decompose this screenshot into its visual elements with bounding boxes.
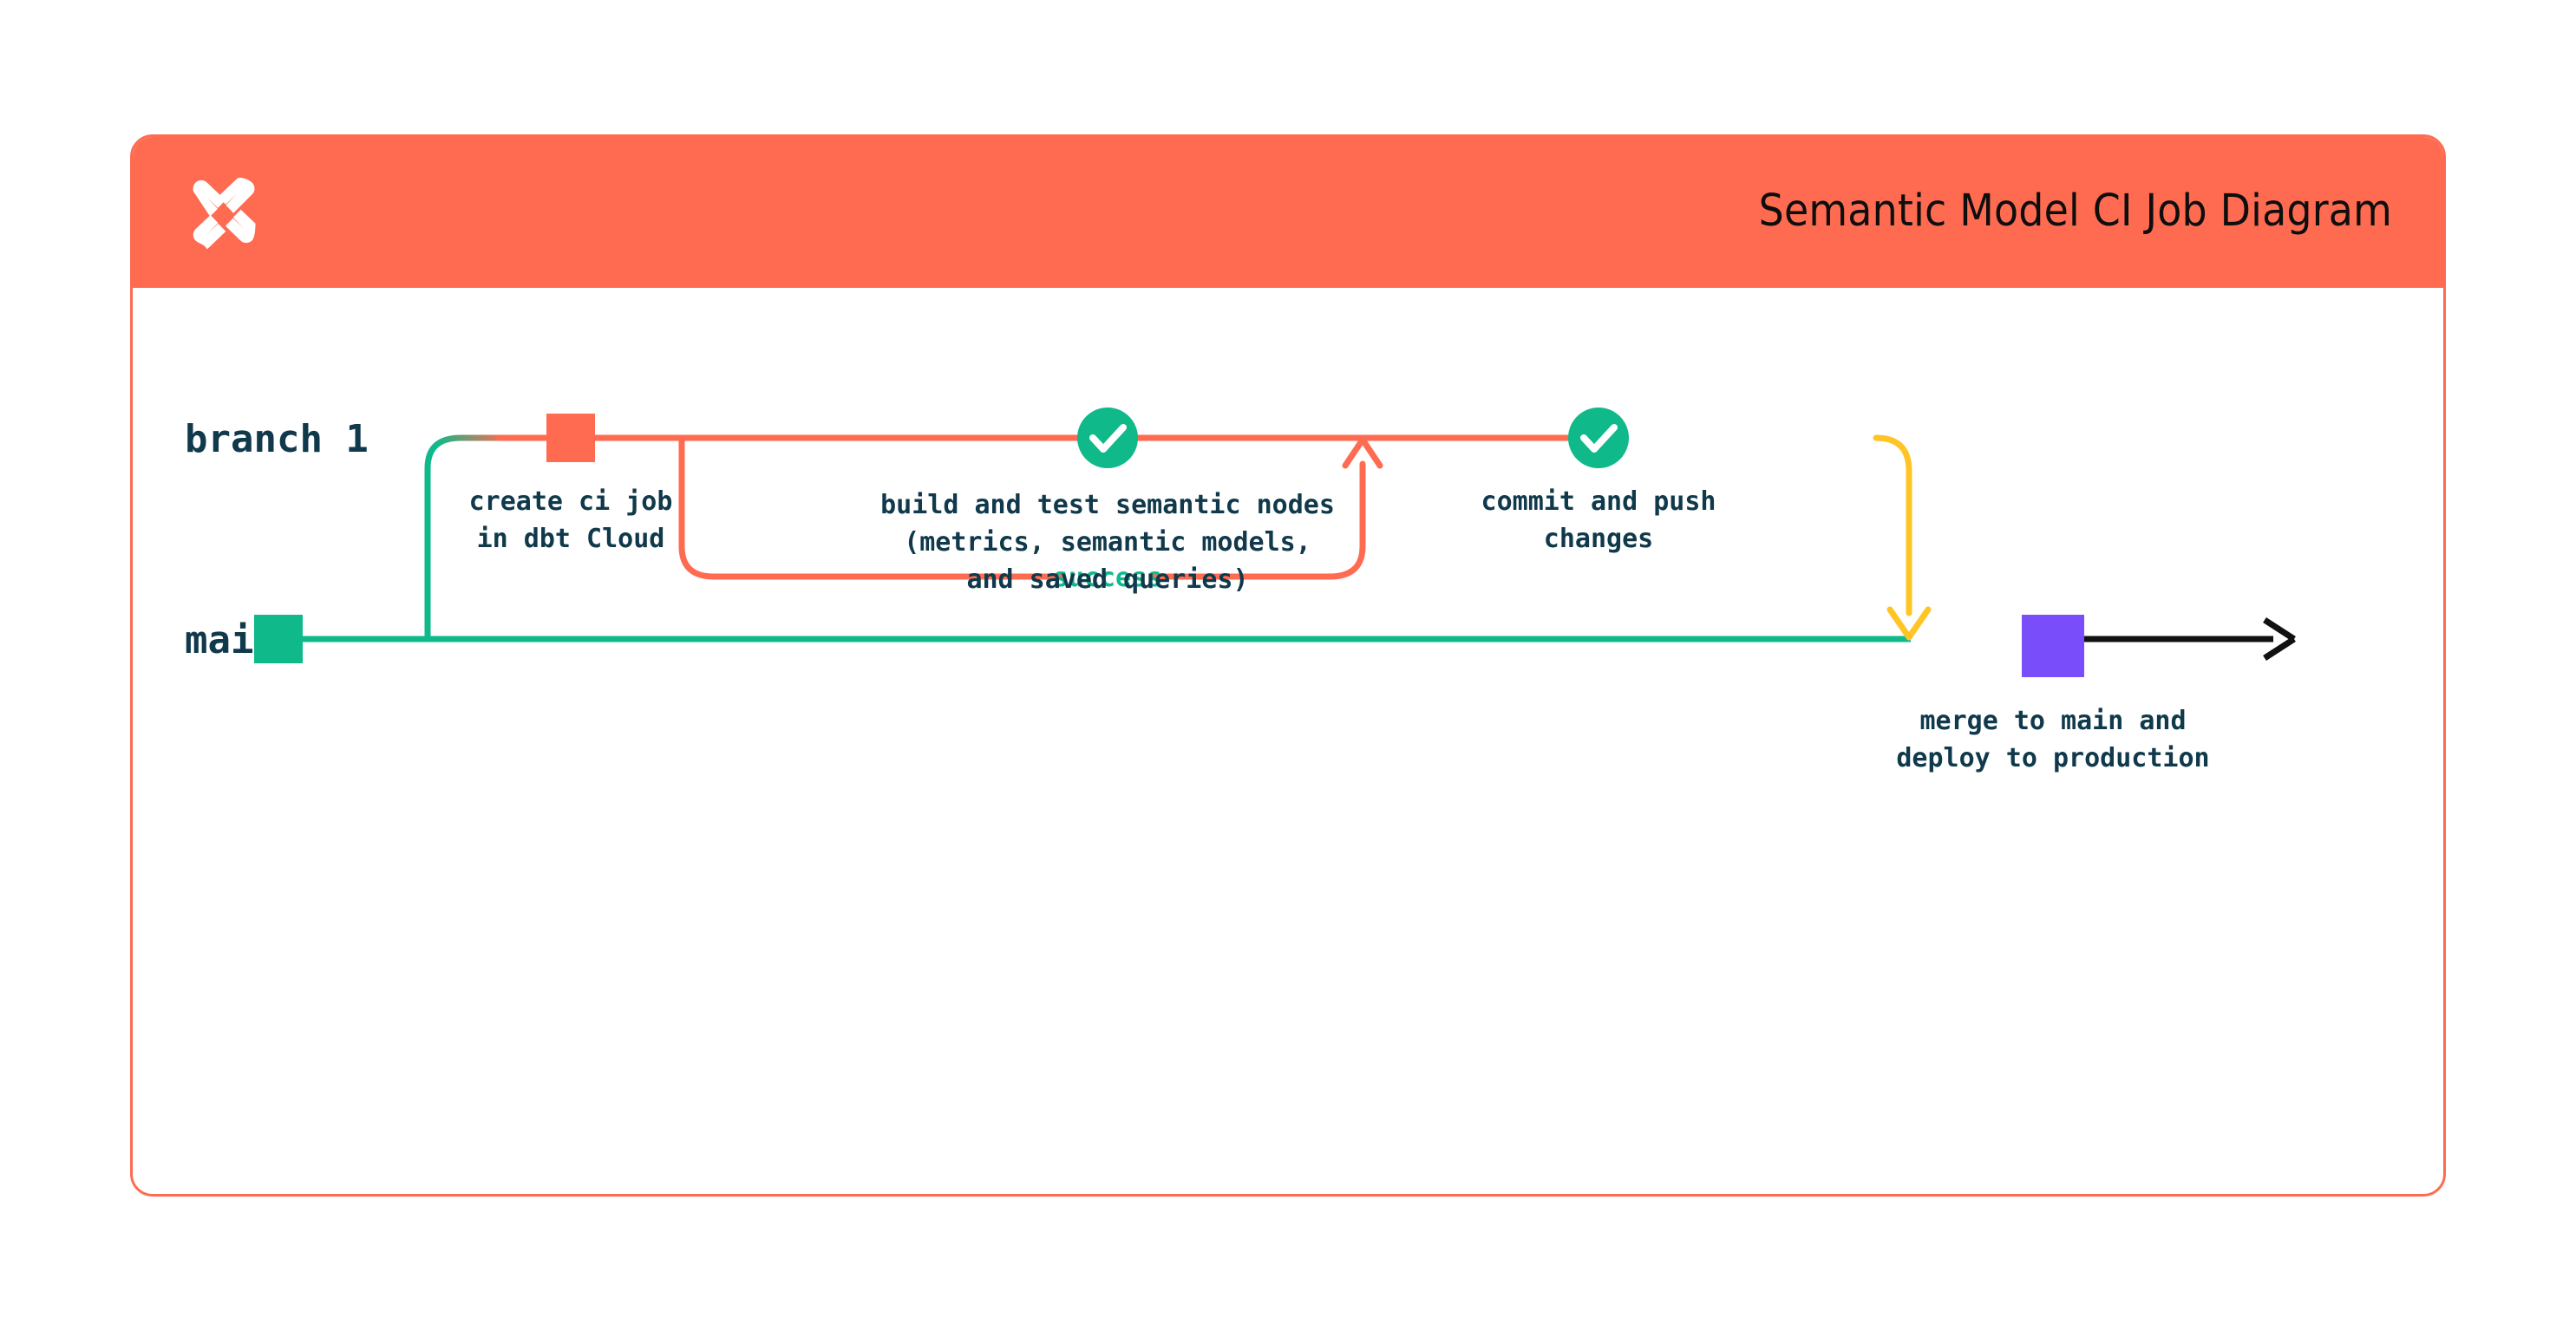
card-header: Semantic Model CI Job Diagram: [133, 137, 2443, 288]
success-loop-edge: success: [678, 434, 1383, 593]
merge-edge-yellow: [1873, 434, 1932, 641]
edge-label-success: success: [1053, 563, 1162, 593]
node-label-line-1: create ci job: [469, 486, 673, 517]
node-label-line-2: changes: [1544, 524, 1653, 554]
diagram-canvas: success branch 1 main: [133, 290, 2443, 1194]
node-marker-square: [2022, 615, 2084, 677]
branch-flow-diagram: success branch 1 main: [185, 408, 2296, 773]
node-build-and-test[interactable]: build and test semantic nodes (metrics, …: [880, 408, 1335, 595]
branch-fork-edge: [424, 434, 509, 642]
node-label-line-2: (metrics, semantic models,: [904, 527, 1311, 558]
node-create-ci-job[interactable]: create ci job in dbt Cloud: [469, 414, 673, 554]
main-continue-edge: [2084, 617, 2296, 661]
node-label-line-1: build and test semantic nodes: [880, 490, 1335, 520]
node-main-start[interactable]: [254, 615, 303, 663]
check-mark-icon: [1089, 424, 1127, 453]
check-circle-icon: [1568, 408, 1629, 468]
lane-label-branch1: branch 1: [185, 417, 369, 461]
node-marker-square: [546, 414, 595, 462]
page-title: Semantic Model CI Job Diagram: [1758, 186, 2392, 237]
node-label-line-1: commit and push: [1481, 486, 1716, 517]
dbt-x-logo-icon: [193, 177, 256, 249]
node-merge-to-main[interactable]: merge to main and deploy to production: [1896, 615, 2210, 773]
node-label-line-3: and saved queries): [966, 564, 1248, 595]
node-label-line-2: deploy to production: [1896, 743, 2209, 773]
node-commit-and-push[interactable]: commit and push changes: [1481, 408, 1716, 554]
check-mark-icon: [1580, 424, 1618, 453]
check-circle-icon: [1077, 408, 1138, 468]
diagram-card: Semantic Model CI Job Diagram: [130, 134, 2446, 1197]
node-label-line-2: in dbt Cloud: [477, 524, 665, 554]
node-label-line-1: merge to main and: [1919, 706, 2186, 736]
